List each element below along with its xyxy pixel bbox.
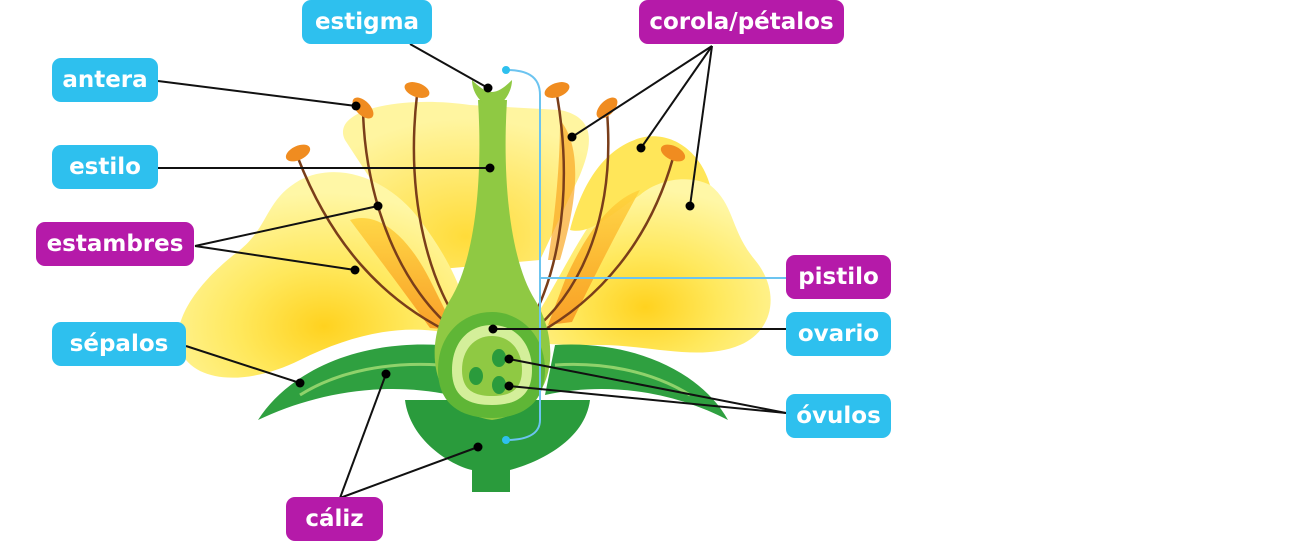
label-estambres: estambres xyxy=(36,222,194,266)
pistil-bracket-line xyxy=(505,69,541,441)
estilo-dot xyxy=(485,163,495,173)
corola-dot xyxy=(636,143,646,153)
corola-leader xyxy=(689,45,713,207)
ovule xyxy=(469,367,483,385)
sepalos-leader xyxy=(185,345,301,384)
filament xyxy=(361,109,461,336)
left-sepal xyxy=(258,344,450,420)
ovulos-dot xyxy=(504,354,514,364)
stamens xyxy=(285,82,686,337)
label-estilo: estilo xyxy=(52,145,158,189)
right-petal xyxy=(520,171,771,353)
corola-leader xyxy=(640,45,713,149)
leader-lines xyxy=(157,43,787,499)
ovario-dot xyxy=(488,324,498,334)
left-orange-streak xyxy=(350,218,455,330)
label-caliz: cáliz xyxy=(286,497,383,541)
caliz-leader xyxy=(339,373,387,499)
label-antera: antera xyxy=(52,58,158,102)
estambres-leader xyxy=(194,245,356,271)
corola-leader xyxy=(571,45,713,138)
pistil-bracket xyxy=(502,66,786,444)
estambres-leader xyxy=(194,205,379,247)
anther xyxy=(404,82,430,98)
leader-dots xyxy=(295,83,695,452)
caliz-leader xyxy=(339,446,479,499)
corola-dot xyxy=(685,201,695,211)
left-petal xyxy=(178,172,470,378)
anther xyxy=(544,82,570,98)
receptacle xyxy=(405,400,590,492)
corola-dot xyxy=(567,132,577,142)
right-sepal xyxy=(545,344,728,420)
ovulos-leader xyxy=(508,385,787,414)
right-orange-streak xyxy=(548,190,640,325)
antera-dot xyxy=(351,101,361,111)
anther xyxy=(660,144,686,162)
calyx xyxy=(258,344,728,492)
caliz-dot xyxy=(381,369,391,379)
label-ovario: ovario xyxy=(786,312,891,356)
filament xyxy=(296,157,456,337)
ovulos-dot xyxy=(504,381,514,391)
bracket-end-dot xyxy=(502,66,510,74)
label-corola-petalos: corola/pétalos xyxy=(639,0,844,44)
left-sepal-vein xyxy=(299,362,441,397)
ovulos-leader xyxy=(508,358,787,414)
label-estigma: estigma xyxy=(302,0,432,44)
anther xyxy=(285,144,311,162)
antera-leader xyxy=(157,80,357,107)
ovule xyxy=(492,376,506,394)
center-orange-streak xyxy=(548,120,576,260)
label-ovulos: óvulos xyxy=(786,394,891,438)
ovule xyxy=(492,349,506,367)
caliz-dot xyxy=(473,442,483,452)
estambres-dot xyxy=(373,201,383,211)
estambres-dot xyxy=(350,265,360,275)
label-sepalos: sépalos xyxy=(52,322,186,366)
estigma-leader xyxy=(409,43,489,89)
estigma-dot xyxy=(483,83,493,93)
pistil xyxy=(434,80,551,420)
stigma-head xyxy=(472,80,512,104)
bracket-end-dot xyxy=(502,436,510,444)
label-pistilo: pistilo xyxy=(786,255,891,299)
anther xyxy=(596,97,618,119)
filament xyxy=(527,111,610,336)
right-sepal-vein xyxy=(554,362,691,397)
sepalos-dot xyxy=(295,378,305,388)
filament xyxy=(534,157,675,337)
